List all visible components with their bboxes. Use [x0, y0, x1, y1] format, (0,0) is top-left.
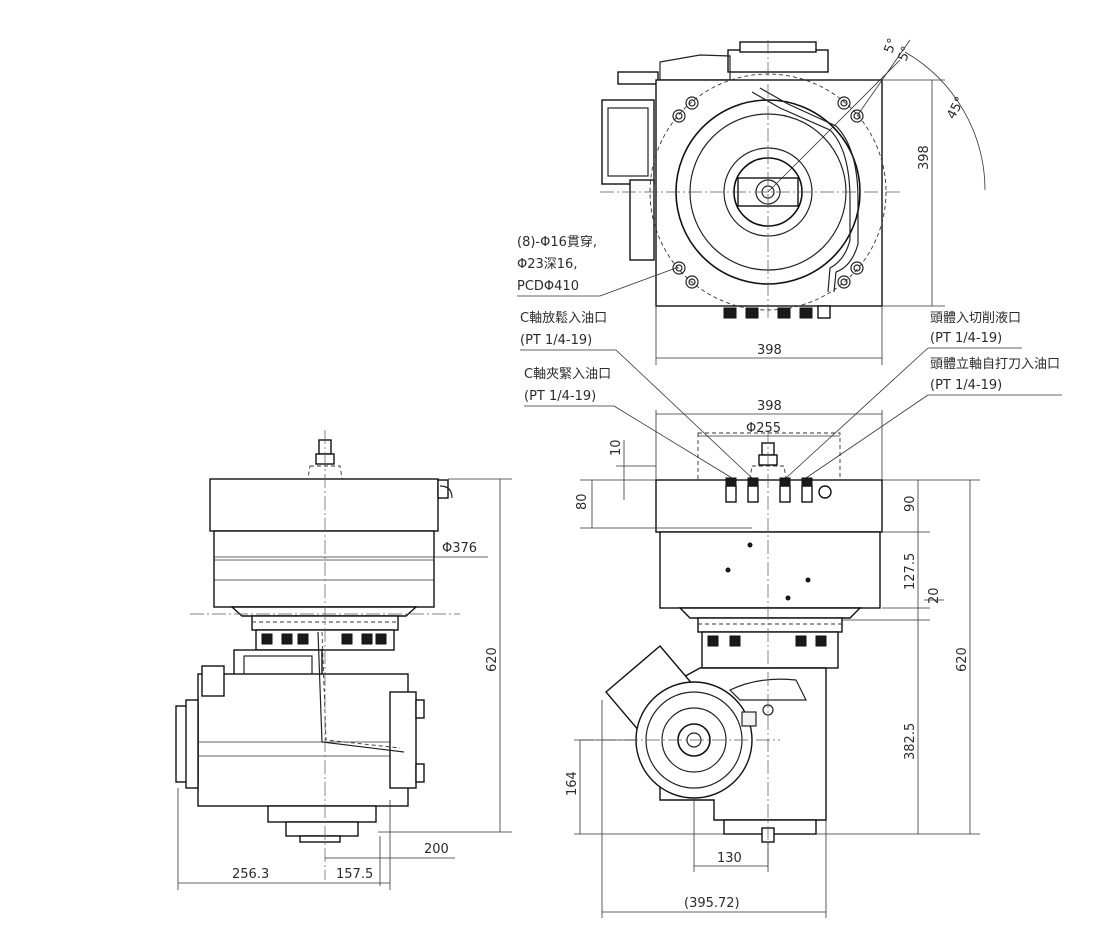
front-dim-382: 382.5: [903, 723, 918, 760]
junction-box-inner: [607, 107, 649, 177]
clamp-port-spec: (PT 1/4-19): [524, 389, 596, 404]
front-top-housing: [655, 479, 883, 533]
left-top-housing: [209, 478, 439, 532]
front-width-398: 398: [757, 399, 782, 414]
front-dim-395: (395.72): [684, 896, 740, 911]
top-ports: [723, 305, 831, 319]
left-body: [197, 673, 409, 807]
top-motor-cap-upper: [739, 41, 817, 53]
hole-note-line1: (8)-Φ16貫穿,: [517, 234, 597, 250]
auto-tool-port-spec: (PT 1/4-19): [930, 378, 1002, 393]
top-connector: [617, 71, 659, 85]
coolant-tube-outer: [759, 87, 859, 293]
top-bracket: [659, 54, 731, 81]
front-view: 398 Φ255 10 80 90 127.5 20 382.5 620 164…: [565, 399, 980, 918]
front-mid-housing: [659, 531, 881, 609]
top-motor-cap: [727, 49, 829, 73]
left-dim-256: 256.3: [232, 867, 269, 882]
port-callouts: 頭體入切削液口 (PT 1/4-19) 頭體立軸自打刀入油口 (PT 1/4-1…: [520, 311, 1062, 479]
cutting-port-name: 頭體入切削液口: [930, 311, 1021, 326]
hole-note-line2: Φ23深16,: [517, 257, 577, 272]
front-dim-620: 620: [955, 647, 970, 672]
release-port-spec: (PT 1/4-19): [520, 333, 592, 348]
left-height-label: 620: [485, 647, 500, 672]
front-dim-130: 130: [717, 851, 742, 866]
front-bolts: [707, 635, 827, 647]
auto-tool-port-name: 頭體立軸自打刀入油口: [930, 357, 1060, 372]
front-dim-90: 90: [903, 495, 918, 512]
front-dim-80: 80: [575, 493, 590, 510]
top-height-label: 398: [917, 145, 932, 170]
chain: [321, 631, 401, 749]
front-ports: [725, 477, 832, 503]
front-dim-127: 127.5: [903, 553, 918, 590]
angle-5a-label: 5°: [882, 36, 901, 55]
hole-note-line3: PCDΦ410: [517, 279, 579, 294]
left-dim-157: 157.5: [336, 867, 373, 882]
front-dim-10: 10: [609, 439, 624, 456]
left-mid-housing: [213, 530, 435, 608]
clamp-port-name: C軸夾緊入油口: [524, 367, 611, 382]
side-motor: [629, 179, 655, 261]
cutting-port-spec: (PT 1/4-19): [930, 331, 1002, 346]
front-dim-20: 20: [927, 587, 942, 604]
junction-box: [601, 99, 655, 185]
angle-45-label: 45°: [944, 94, 968, 121]
left-bolts: [261, 633, 387, 645]
left-diameter-label: Φ376: [442, 541, 477, 556]
front-diameter-255: Φ255: [746, 421, 781, 436]
release-port-name: C軸放鬆入油口: [520, 311, 607, 326]
angle-5b-label: 5°: [896, 44, 915, 63]
top-width-label: 398: [757, 343, 782, 358]
left-view: Φ376 620 200 256.3 157.5: [175, 430, 512, 890]
coolant-tube: [751, 91, 851, 293]
front-dim-164: 164: [565, 771, 580, 796]
angle-arc: [904, 51, 986, 191]
left-dim-200: 200: [424, 842, 449, 857]
